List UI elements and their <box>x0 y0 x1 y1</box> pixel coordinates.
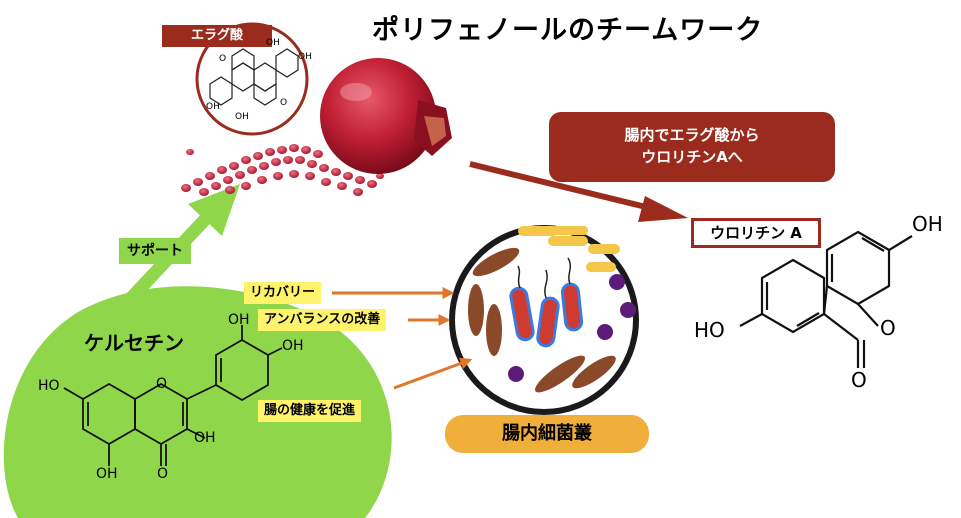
effect-label-recovery: リカバリー <box>244 282 322 304</box>
gut-microbiota-circle <box>449 225 639 415</box>
quercetin-oh-label: OH <box>96 466 118 482</box>
ellagic-oh-label: OH <box>266 38 280 48</box>
pomegranate-fruit <box>320 58 452 174</box>
ellagic-o-label: O <box>280 98 288 108</box>
effect-arrows <box>332 287 473 390</box>
ellagic-o-label: O <box>219 54 227 64</box>
quercetin-oh-label: OH <box>282 338 304 354</box>
conversion-callout-line: ウロリチンAへ <box>641 148 743 166</box>
quercetin-o-label: O <box>156 376 168 392</box>
urolithin-a-label: ウロリチン A <box>691 218 821 248</box>
effect-label-gut-health: 腸の健康を促進 <box>258 400 362 422</box>
urolithin-a-structure <box>739 230 913 368</box>
urolithin-o-label: O <box>851 368 867 392</box>
quercetin-label: ケルセチン <box>76 326 192 360</box>
quercetin-oh-label: OH <box>194 430 216 446</box>
ellagic-oh-label: OH <box>235 112 249 122</box>
ellagic-acid-structure <box>209 48 299 106</box>
quercetin-ho-label: HO <box>38 378 60 394</box>
urolithin-o-label: O <box>880 316 896 340</box>
conversion-arrow <box>469 161 688 222</box>
quercetin-oh-label: OH <box>228 312 250 328</box>
urolithin-ho-label: HO <box>694 318 725 342</box>
quercetin-o-label: O <box>157 466 169 482</box>
pomegranate-seeds <box>181 144 384 196</box>
conversion-callout: 腸内でエラグ酸から ウロリチンAへ <box>549 112 835 182</box>
support-label: サポート <box>119 238 191 264</box>
ellagic-oh-label: OH <box>298 52 312 62</box>
ellagic-acid-badge: エラグ酸 <box>162 25 272 47</box>
microbiota-label: 腸内細菌叢 <box>445 415 649 453</box>
conversion-callout-line: 腸内でエラグ酸から <box>624 126 760 144</box>
ellagic-oh-label: OH <box>206 102 220 112</box>
effect-label-imbalance: アンバランスの改善 <box>258 309 387 331</box>
ellagic-acid-circle <box>195 22 309 136</box>
quercetin-structure <box>63 325 283 466</box>
page-title: ポリフェノールのチームワーク <box>372 15 764 46</box>
urolithin-oh-label: OH <box>912 212 943 236</box>
